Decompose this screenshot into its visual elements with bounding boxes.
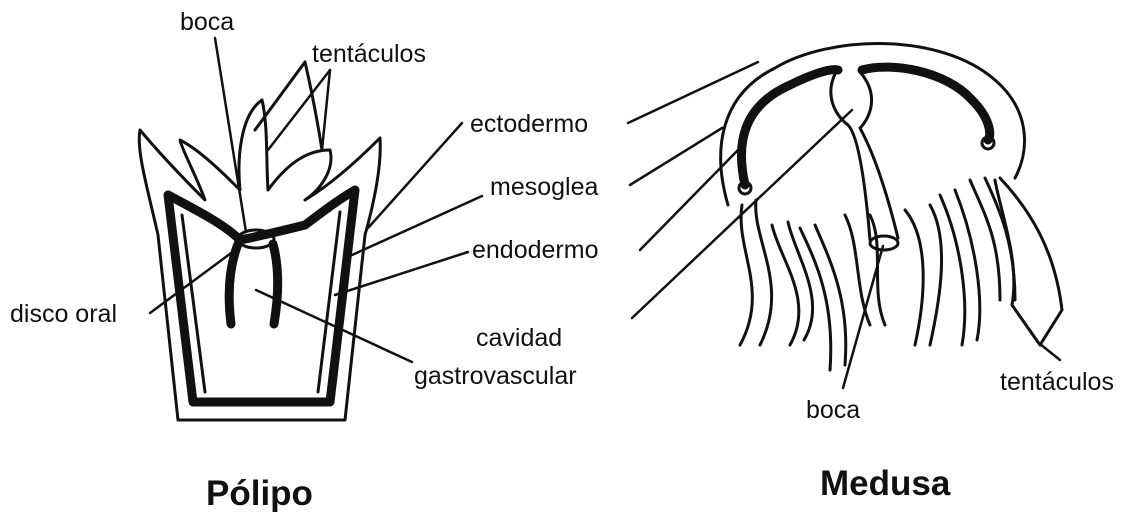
medusa-tentacle [995, 178, 1062, 345]
medusa-bell-mesoglea [741, 67, 989, 185]
medusa-mouth-opening [870, 236, 898, 250]
medusa-tentacle [940, 190, 980, 345]
leader-medusa-ectoderm [628, 62, 758, 123]
label-polyp-oral-disc: disco oral [10, 300, 117, 328]
label-cavity-line2: gastrovascular [414, 362, 577, 390]
polyp-gut-right [273, 244, 278, 324]
label-mesoglea: mesoglea [490, 173, 598, 201]
medusa-figure [721, 44, 1062, 370]
label-polyp-tentacles: tentáculos [312, 40, 426, 68]
leader-medusa-endoderm [640, 150, 738, 250]
polyp-mesoglea [168, 190, 355, 402]
label-cavity-line1: cavidad [476, 324, 562, 352]
leader-polyp-endoderm [335, 252, 468, 295]
leader-polyp-tentacles-b [322, 70, 330, 150]
polyp-figure [139, 62, 380, 420]
leader-medusa-mouth [843, 246, 883, 388]
medusa-manubrium [831, 72, 898, 240]
polyp-gut-left [229, 244, 238, 324]
label-medusa-mouth: boca [806, 396, 860, 424]
medusa-tentacle [800, 225, 846, 370]
leader-medusa-tentacles [1040, 344, 1060, 360]
title-polyp: Pólipo [206, 474, 313, 512]
label-medusa-tentacles: tentáculos [1000, 368, 1114, 396]
title-medusa: Medusa [820, 464, 951, 503]
medusa-tentacle [740, 200, 772, 345]
label-endoderm: endodermo [472, 236, 598, 264]
leader-medusa-mesoglea [630, 128, 722, 185]
label-ectoderm: ectodermo [470, 110, 588, 138]
leader-lines [150, 38, 1060, 388]
medusa-tentacle [905, 205, 942, 345]
label-polyp-mouth: boca [180, 8, 234, 36]
